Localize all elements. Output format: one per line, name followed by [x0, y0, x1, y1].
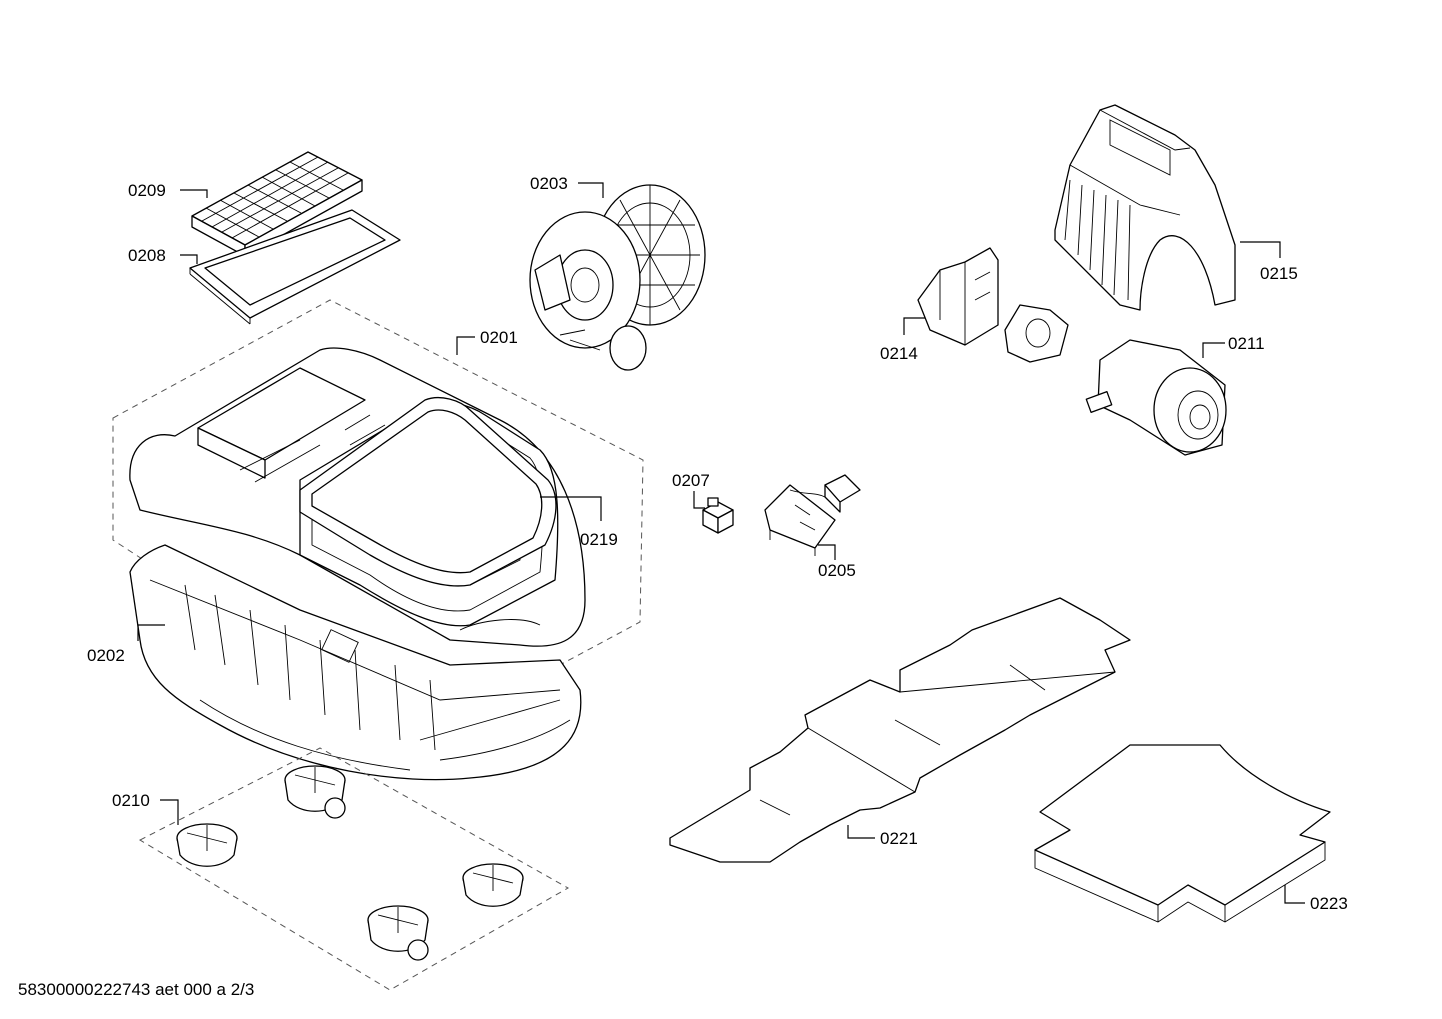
leader-lines	[137, 182, 1305, 904]
label-0208: 0208	[128, 246, 166, 265]
label-0210: 0210	[112, 791, 150, 810]
drawing-id-footer: 58300000222743 aet 000 a 2/3	[18, 980, 255, 999]
part-0205-circuit-board[interactable]	[764, 474, 861, 556]
part-0215-motor-cover[interactable]	[1054, 104, 1236, 311]
part-0219-seal[interactable]	[299, 396, 557, 587]
part-0203-cable-reel[interactable]	[529, 184, 706, 371]
label-0202: 0202	[87, 646, 125, 665]
label-0214: 0214	[880, 344, 918, 363]
label-0209: 0209	[128, 181, 166, 200]
label-0205: 0205	[818, 561, 856, 580]
label-0223: 0223	[1310, 894, 1348, 913]
part-0202-housing-bottom[interactable]	[129, 544, 582, 781]
part-0209-filter-grid[interactable]	[191, 151, 363, 257]
label-0219: 0219	[580, 530, 618, 549]
label-0207: 0207	[672, 471, 710, 490]
label-0203: 0203	[530, 174, 568, 193]
part-labels: 0209 0208 0203 0201 0219 0202 0210 0207 …	[87, 174, 1348, 913]
part-0207-switch[interactable]	[702, 497, 734, 534]
label-0211: 0211	[1228, 334, 1265, 353]
part-0208-filter-frame[interactable]	[189, 209, 401, 325]
label-0221: 0221	[880, 829, 918, 848]
part-0221-foam-mat[interactable]	[669, 597, 1131, 863]
part-0223-foam-pad[interactable]	[1034, 744, 1331, 923]
part-0211-motor[interactable]	[1085, 339, 1227, 456]
label-0201: 0201	[480, 328, 518, 347]
part-0210-casters[interactable]	[138, 747, 570, 991]
part-0214-motor-bracket[interactable]	[917, 247, 1069, 363]
label-0215: 0215	[1260, 264, 1298, 283]
